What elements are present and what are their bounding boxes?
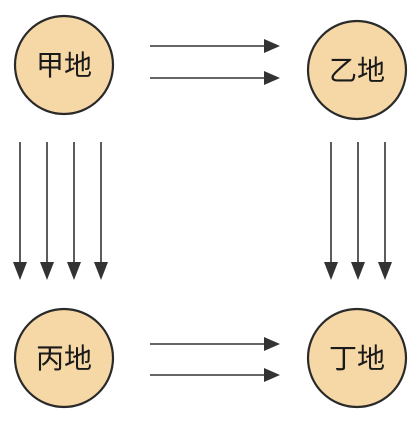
arrowhead-jia-bing-4 — [94, 262, 108, 280]
arrowhead-yi-ding-3 — [378, 262, 392, 280]
arrowhead-jia-yi-1 — [264, 39, 280, 53]
arrowhead-jia-bing-3 — [67, 262, 81, 280]
node-jia: 甲地 — [13, 14, 115, 116]
node-yi-label: 乙地 — [329, 54, 385, 87]
flow-jia-to-yi — [150, 39, 280, 85]
flow-jia-to-bing — [13, 142, 108, 280]
arrowhead-jia-yi-2 — [264, 71, 280, 85]
arrowhead-yi-ding-2 — [351, 262, 365, 280]
arrowhead-jia-bing-1 — [13, 262, 27, 280]
node-bing-circle — [13, 307, 115, 409]
node-ding: 丁地 — [306, 307, 408, 409]
node-jia-circle — [13, 14, 115, 116]
node-ding-label: 丁地 — [329, 342, 385, 375]
arrowhead-bing-ding-2 — [264, 368, 280, 382]
node-jia-label: 甲地 — [36, 49, 92, 82]
node-bing-label: 丙地 — [36, 342, 92, 375]
flow-yi-to-ding — [324, 142, 392, 280]
arrowhead-bing-ding-1 — [264, 337, 280, 351]
node-yi: 乙地 — [306, 19, 408, 121]
arrowhead-jia-bing-2 — [40, 262, 54, 280]
flow-bing-to-ding — [150, 337, 280, 382]
node-ding-circle — [306, 307, 408, 409]
node-yi-circle — [306, 19, 408, 121]
arrowhead-yi-ding-1 — [324, 262, 338, 280]
node-bing: 丙地 — [13, 307, 115, 409]
